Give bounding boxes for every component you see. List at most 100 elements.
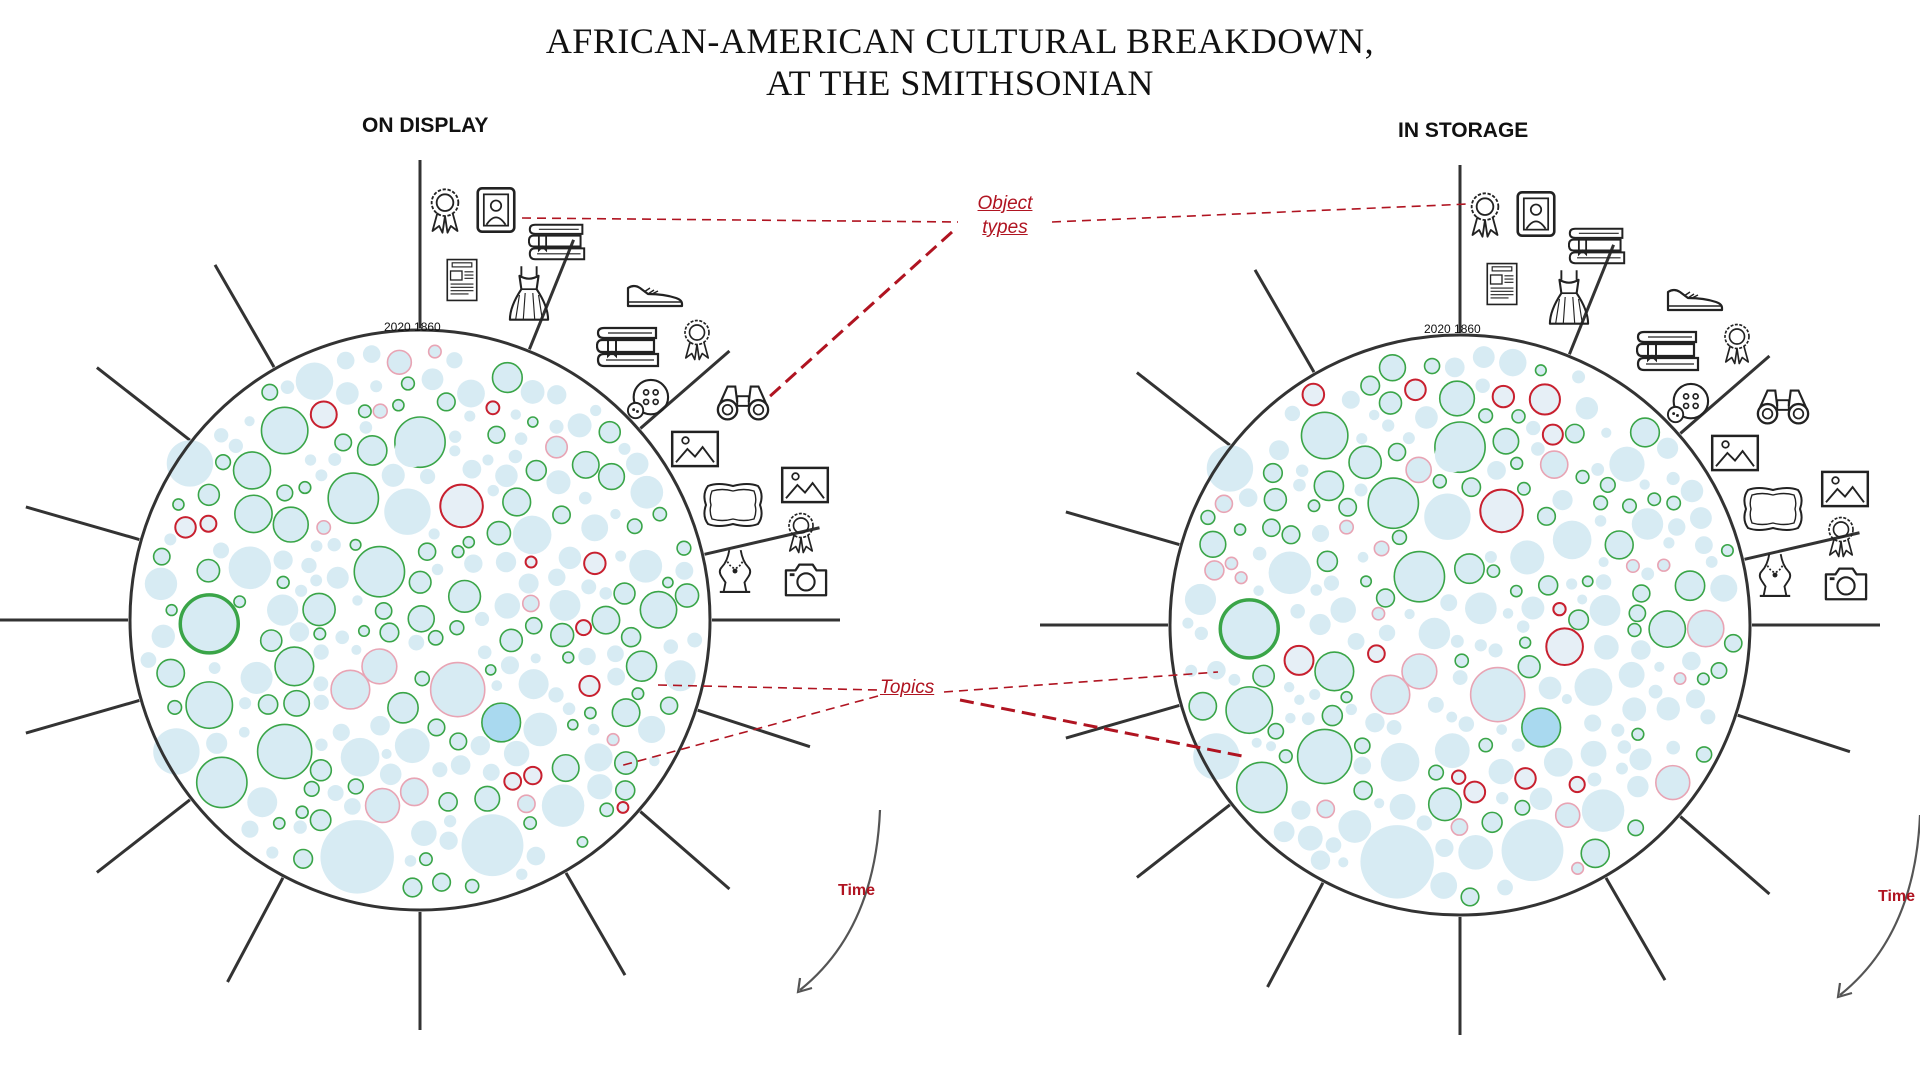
topic-bubble <box>524 555 538 569</box>
topic-bubble <box>1534 364 1547 377</box>
topic-bubble <box>399 777 429 807</box>
topic-bubble <box>239 697 252 710</box>
topic-bubble <box>386 349 413 376</box>
topic-bubble <box>1609 446 1645 482</box>
topic-bubble <box>1461 477 1482 498</box>
topic-bubble <box>214 428 229 443</box>
topic-bubble <box>481 702 522 743</box>
topic-bubble <box>1648 684 1663 699</box>
topic-bubble <box>1720 543 1734 558</box>
time-arrowhead <box>1836 982 1853 999</box>
topic-bubble <box>1641 567 1655 581</box>
topic-bubble <box>1686 609 1725 648</box>
topic-bubble <box>1404 378 1427 402</box>
topic-bubble <box>289 622 310 642</box>
topic-bubble <box>1656 437 1679 459</box>
topic-bubble <box>482 763 500 781</box>
topic-bubble <box>206 732 228 754</box>
topic-bubble <box>273 550 293 570</box>
topic-bubble <box>1723 633 1743 653</box>
sector-spoke <box>25 505 140 541</box>
topic-bubble <box>313 644 329 660</box>
topic-bubble <box>1509 584 1523 598</box>
topic-bubble <box>548 568 566 586</box>
topic-bubble <box>313 694 329 711</box>
topic-bubble <box>1502 608 1514 619</box>
topic-bubble <box>438 792 458 812</box>
topic-bubble <box>1486 564 1501 579</box>
topic-bubble <box>1360 825 1434 899</box>
topic-bubble <box>1580 838 1611 869</box>
award-ribbon-icon <box>1724 323 1750 365</box>
topic-bubble <box>1367 477 1420 530</box>
topic-bubble <box>461 814 524 877</box>
binoculars-icon <box>1756 389 1810 425</box>
topic-bubble <box>1465 592 1497 625</box>
topic-bubble <box>302 592 336 627</box>
topic-bubble <box>295 805 309 819</box>
topic-bubble <box>1252 664 1276 688</box>
topic-bubble <box>1575 469 1590 485</box>
topic-bubble <box>427 629 444 646</box>
topic-bubble <box>276 575 290 590</box>
topic-bubble <box>1402 432 1415 445</box>
topic-bubble <box>411 820 437 847</box>
topic-bubble <box>1450 818 1469 836</box>
topic-bubble <box>583 706 597 720</box>
topic-bubble <box>336 382 359 405</box>
topic-bubble <box>340 737 380 777</box>
topic-bubble <box>280 380 295 394</box>
topic-bubble <box>443 815 457 828</box>
topic-bubble <box>151 624 175 648</box>
award-ribbon-icon <box>1470 192 1500 238</box>
award-ribbon-icon <box>684 319 710 361</box>
topic-bubble <box>228 546 272 590</box>
topic-bubble <box>1481 811 1503 834</box>
topic-bubble <box>1511 409 1526 424</box>
topic-bubble <box>392 398 405 412</box>
topic-bubble <box>1648 610 1687 649</box>
topic-bubble <box>1300 411 1349 460</box>
topic-bubble <box>1666 471 1680 486</box>
topic-bubble <box>1323 575 1340 591</box>
topic-bubble <box>1435 838 1454 858</box>
topic-bubble <box>266 594 299 626</box>
topic-bubble <box>400 376 416 391</box>
topic-bubble <box>421 368 444 391</box>
topic-bubble <box>578 674 601 698</box>
topic-bubble <box>1695 746 1713 763</box>
topic-bubbles <box>1182 346 1743 907</box>
topic-bubble <box>562 702 576 716</box>
topic-bubble <box>1338 810 1372 843</box>
topic-bubbles <box>140 344 703 898</box>
topic-bubble <box>1601 427 1612 438</box>
topic-bubble <box>1310 850 1331 870</box>
topic-bubble <box>259 629 283 652</box>
topic-bubble <box>1340 690 1353 704</box>
topic-bubble <box>436 392 456 412</box>
topic-bubble <box>1430 872 1458 899</box>
topic-bubble <box>484 664 497 676</box>
topic-bubble <box>1663 537 1675 549</box>
topic-bubble <box>1474 639 1487 652</box>
topic-bubble <box>518 573 539 594</box>
title-line-2: AT THE SMITHSONIAN <box>766 63 1154 103</box>
topic-bubble <box>1627 819 1645 837</box>
topic-bubble <box>599 802 615 818</box>
leader-topics-right-1 <box>943 671 1219 693</box>
topic-bubble <box>545 435 569 459</box>
topic-bubble <box>516 868 528 881</box>
topic-bubble <box>298 480 312 495</box>
topic-bubble <box>523 765 543 786</box>
topic-bubble <box>1521 707 1562 748</box>
topic-bubble <box>571 450 600 479</box>
topic-bubble <box>381 463 405 487</box>
topic-bubble <box>1631 640 1651 660</box>
topic-bubble <box>418 852 433 867</box>
topic-bubble <box>196 558 221 583</box>
sector-spoke <box>1737 713 1851 754</box>
topic-bubble <box>1405 456 1433 484</box>
topic-bubble <box>1378 391 1403 415</box>
topic-bubble <box>387 691 419 724</box>
topic-bubble <box>675 561 694 580</box>
